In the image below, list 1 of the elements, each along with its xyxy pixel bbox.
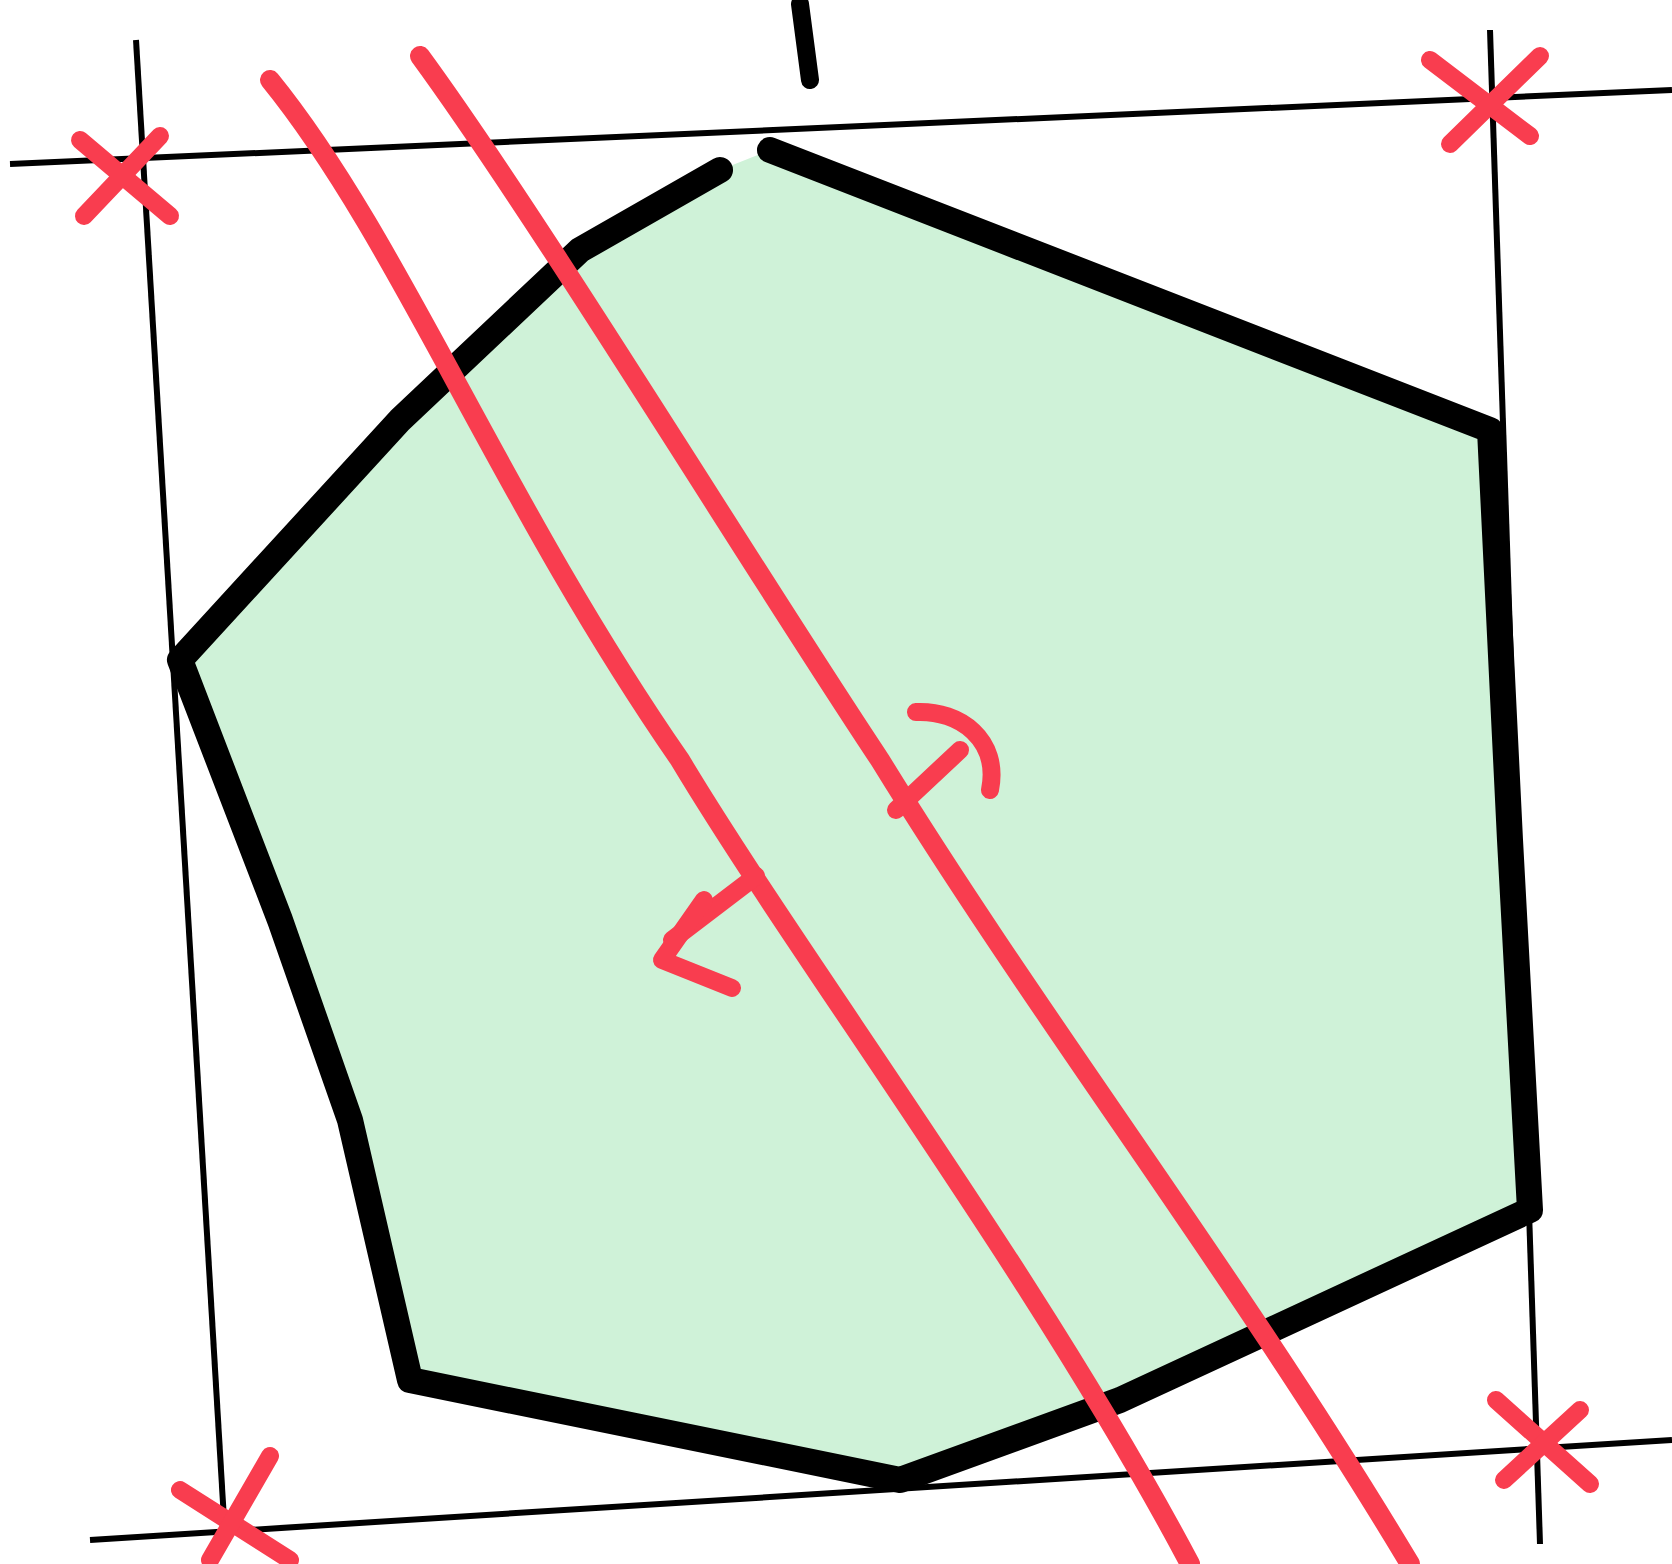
polygon — [167, 137, 1543, 1493]
